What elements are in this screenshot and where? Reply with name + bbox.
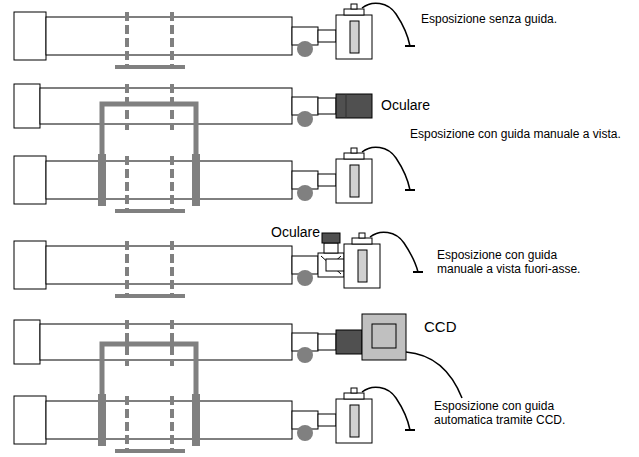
caption-note: Esposizione senza guida. bbox=[421, 12, 557, 26]
part-label: Oculare bbox=[271, 224, 320, 241]
caption-note: Esposizione con guida manuale a vista. bbox=[410, 127, 625, 141]
part-label: Oculare bbox=[381, 97, 430, 114]
caption-note: Esposizione con guida automatica tramite… bbox=[434, 399, 599, 427]
part-label: CCD bbox=[424, 318, 457, 336]
caption-note: Esposizione con guida manuale a vista fu… bbox=[437, 248, 597, 276]
